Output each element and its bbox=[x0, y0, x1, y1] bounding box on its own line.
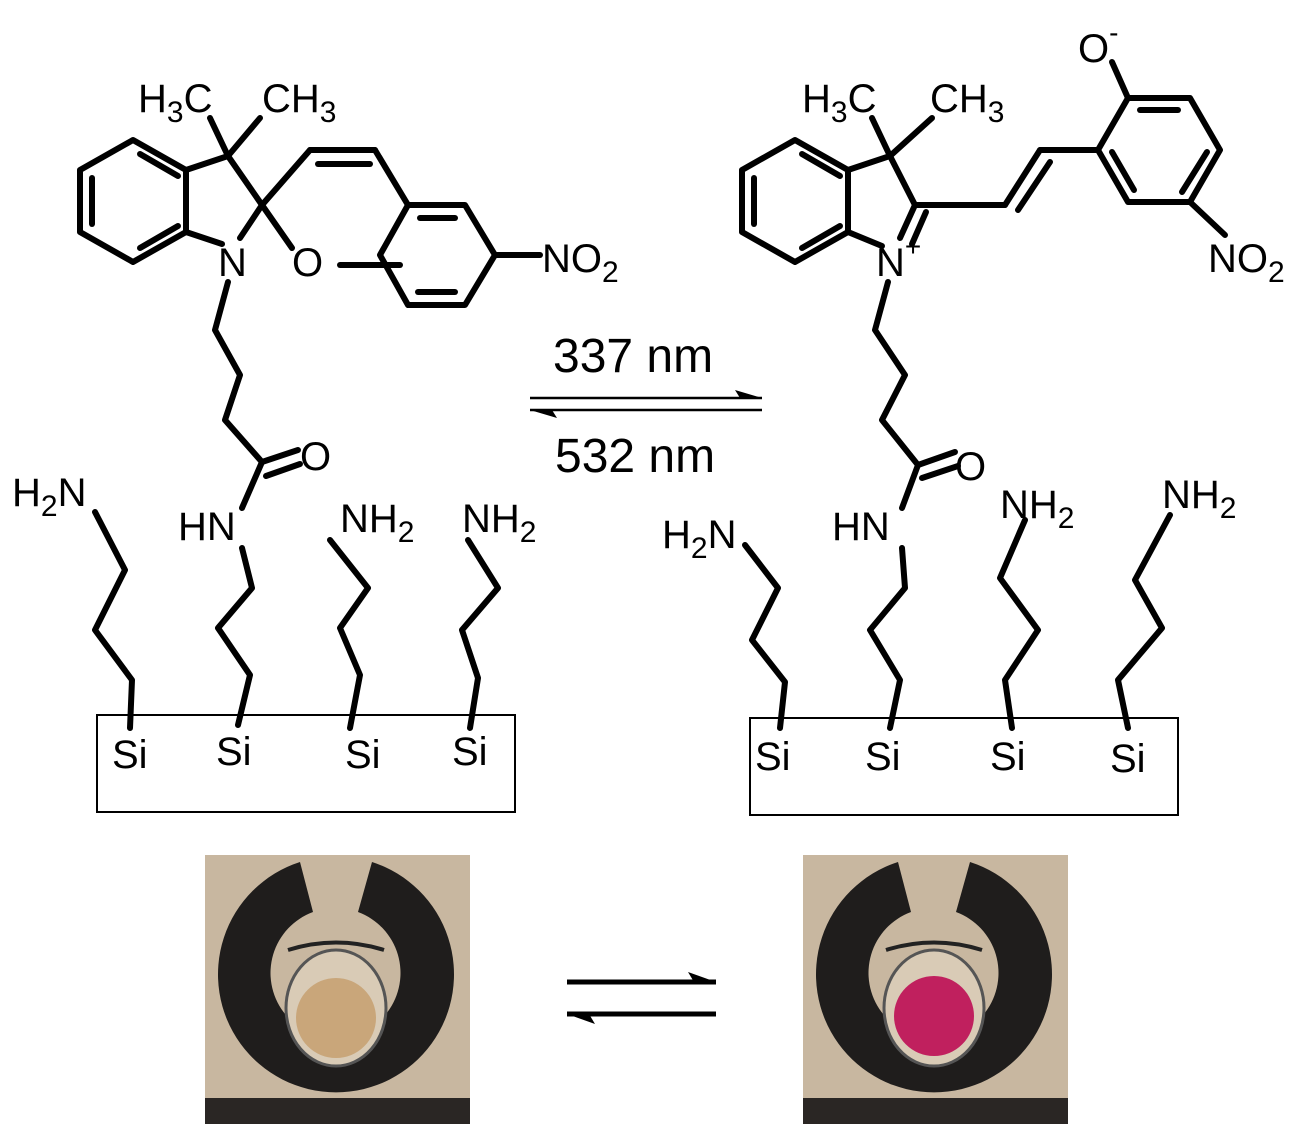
merocyanine-structure: H3C CH3 N+ O- NO2 O HN H2N NH2 NH2 Si Si… bbox=[662, 17, 1285, 816]
amine-h: H bbox=[12, 471, 41, 515]
svg-text:H2N: H2N bbox=[12, 471, 86, 523]
substrate-left bbox=[96, 714, 516, 813]
amide-hn: HN bbox=[832, 505, 890, 549]
photo-merocyanine-cuvette bbox=[803, 855, 1068, 1124]
phenoxide-charge: - bbox=[1109, 17, 1118, 48]
silicon-atom: Si bbox=[865, 735, 901, 779]
amine-nh: NH bbox=[462, 497, 520, 541]
svg-text:H3C: H3C bbox=[138, 77, 212, 129]
svg-text:NO2: NO2 bbox=[542, 237, 619, 289]
silicon-atom: Si bbox=[216, 730, 252, 774]
photo-spiropyran-cuvette bbox=[205, 855, 470, 1124]
svg-text:NH2: NH2 bbox=[1000, 483, 1074, 535]
amide-hn: HN bbox=[178, 505, 236, 549]
amine-nh-sub: 2 bbox=[1220, 492, 1237, 525]
pyran-oxygen: O bbox=[292, 241, 323, 285]
forward-wavelength-label: 337 nm bbox=[553, 330, 713, 383]
forward-photo-arrowhead bbox=[688, 972, 716, 982]
reverse-arrowhead bbox=[530, 410, 557, 418]
silicon-atom: Si bbox=[345, 733, 381, 777]
svg-text:H3C: H3C bbox=[802, 77, 876, 129]
indoline-nitrogen: N bbox=[218, 241, 247, 285]
svg-text:CH3: CH3 bbox=[930, 77, 1004, 129]
equilibrium-arrows-photo bbox=[567, 972, 716, 1024]
methyl-left-h: H bbox=[138, 77, 167, 121]
nitro-group: NO bbox=[1208, 237, 1268, 281]
silicon-atom: Si bbox=[452, 730, 488, 774]
amine-nh: NH bbox=[1000, 483, 1058, 527]
svg-text:N+: N+ bbox=[876, 231, 921, 285]
silicon-atom: Si bbox=[755, 735, 791, 779]
methyl-right-ch: CH bbox=[930, 77, 988, 121]
phenoxide-oxygen: O bbox=[1078, 27, 1109, 71]
methyl-right-sub: 3 bbox=[988, 96, 1005, 129]
methyl-right-ch: CH bbox=[262, 77, 320, 121]
amine-n: N bbox=[58, 471, 87, 515]
methyl-right-sub: 3 bbox=[320, 96, 337, 129]
light-equilibrium: 337 nm 532 nm bbox=[530, 330, 762, 483]
nitro-sub: 2 bbox=[1268, 256, 1285, 289]
amine-n: N bbox=[708, 513, 737, 557]
svg-text:H2N: H2N bbox=[662, 513, 736, 565]
amine-nh-sub: 2 bbox=[520, 516, 537, 549]
amine-nh-sub: 2 bbox=[1058, 502, 1075, 535]
methyl-left-h: H bbox=[802, 77, 831, 121]
reverse-photo-arrowhead bbox=[567, 1014, 595, 1024]
nitro-group: NO bbox=[542, 237, 602, 281]
spiropyran-structure: H3C CH3 N O NO2 O HN H2N NH2 NH2 Si Si S… bbox=[12, 77, 619, 813]
silicon-atom: Si bbox=[112, 733, 148, 777]
methyl-left-sub: 3 bbox=[167, 96, 184, 129]
svg-text:NH2: NH2 bbox=[1162, 473, 1236, 525]
svg-text:CH3: CH3 bbox=[262, 77, 336, 129]
indolium-nitrogen: N bbox=[876, 241, 905, 285]
svg-text:NH2: NH2 bbox=[340, 497, 414, 549]
forward-arrowhead bbox=[735, 390, 762, 398]
amine-nh-sub: 2 bbox=[398, 516, 415, 549]
methyl-left-c: C bbox=[184, 77, 213, 121]
nitrogen-charge: + bbox=[905, 231, 921, 262]
amine-nh: NH bbox=[340, 497, 398, 541]
svg-text:NH2: NH2 bbox=[462, 497, 536, 549]
amine-h: H bbox=[662, 513, 691, 557]
reverse-wavelength-label: 532 nm bbox=[555, 430, 715, 483]
svg-text:O-: O- bbox=[1078, 17, 1118, 71]
carbonyl-oxygen: O bbox=[955, 445, 986, 489]
substrate-right bbox=[749, 717, 1179, 816]
amine-h-sub: 2 bbox=[691, 532, 708, 565]
methyl-left-sub: 3 bbox=[831, 96, 848, 129]
silicon-atom: Si bbox=[1110, 737, 1146, 781]
carbonyl-oxygen: O bbox=[300, 435, 331, 479]
amine-h-sub: 2 bbox=[41, 490, 58, 523]
amine-nh: NH bbox=[1162, 473, 1220, 517]
nitro-sub: 2 bbox=[602, 256, 619, 289]
methyl-left-c: C bbox=[848, 77, 877, 121]
svg-text:NO2: NO2 bbox=[1208, 237, 1285, 289]
silicon-atom: Si bbox=[990, 735, 1026, 779]
